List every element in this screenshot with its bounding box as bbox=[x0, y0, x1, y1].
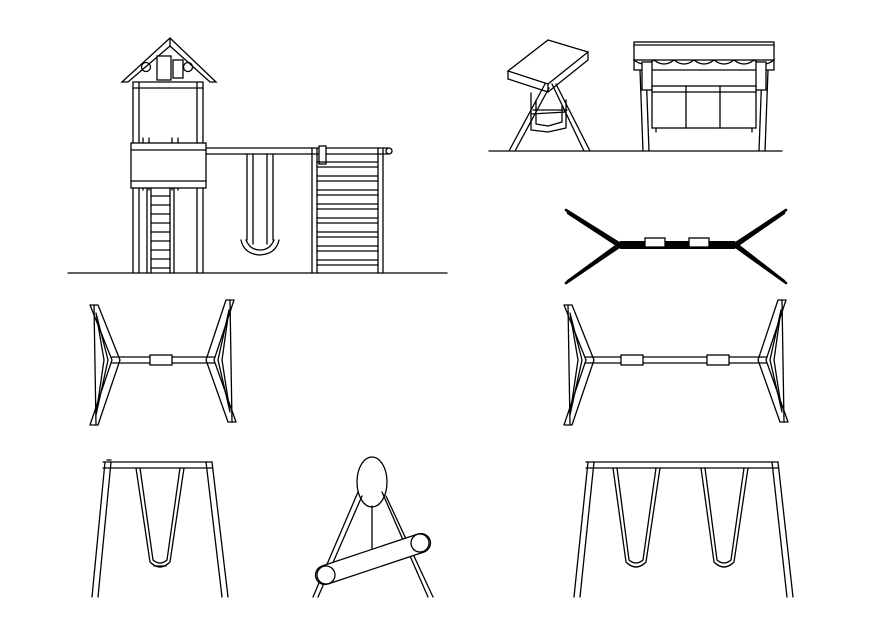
double-swing-front-view bbox=[573, 461, 794, 598]
swing-set-top-view-dark bbox=[564, 208, 788, 285]
single-swing-top-view bbox=[89, 299, 237, 426]
swing-side-view bbox=[312, 456, 434, 598]
canopy-glider-swing-side-view bbox=[488, 39, 783, 152]
playhouse-tower-with-swing-elevation bbox=[67, 37, 448, 274]
single-swing-front-view bbox=[91, 459, 229, 598]
double-swing-top-view bbox=[563, 299, 789, 426]
canopy-glider-swing-front-view bbox=[633, 41, 775, 152]
